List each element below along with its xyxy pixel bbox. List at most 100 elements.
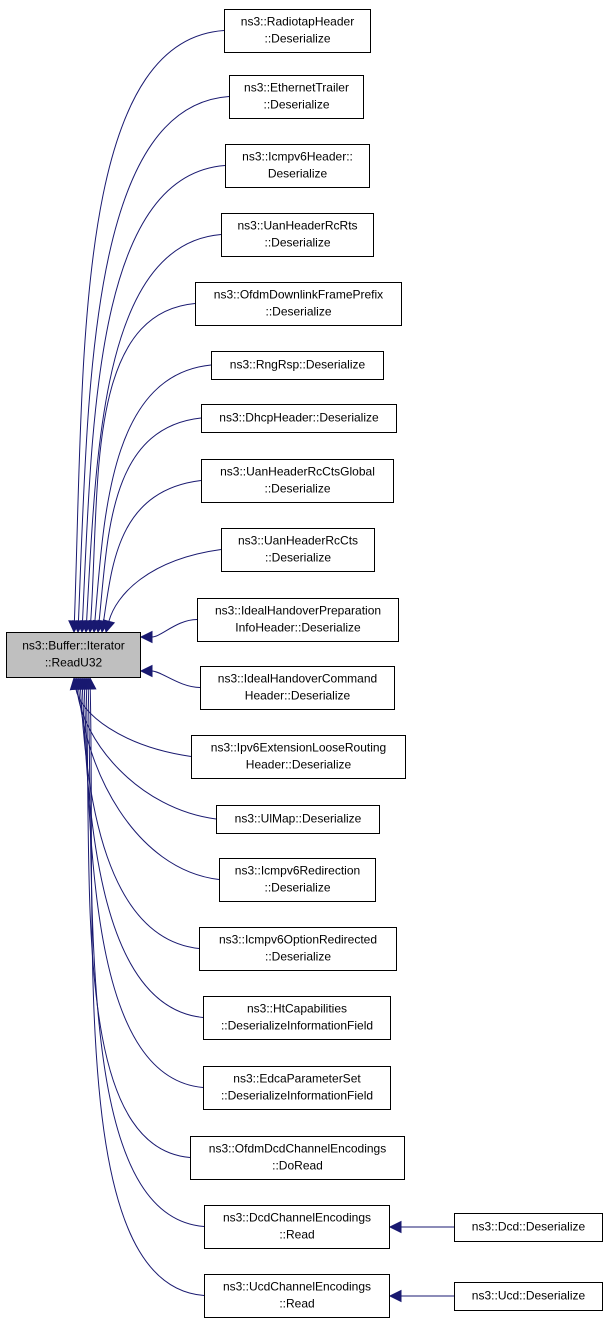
node-ipv6-extension-loose-routing-header-deserialize-label-line: ns3::Ipv6ExtensionLooseRouting	[211, 741, 386, 755]
edge-ideal-handover-command-header-deserialize	[151, 670, 201, 688]
node-ofdm-dcd-channel-encodings-do-read-label-line: ns3::OfdmDcdChannelEncodings	[209, 1142, 386, 1156]
node-icmpv6-redirection-deserialize-box[interactable]	[219, 858, 376, 902]
node-uan-header-rc-cts-global-deserialize-label-line: ns3::UanHeaderRcCtsGlobal	[220, 465, 375, 479]
node-ideal-handover-command-header-deserialize-box[interactable]	[200, 666, 395, 710]
node-dcd-deserialize-label-line: ns3::Dcd::Deserialize	[472, 1220, 586, 1234]
node-ideal-handover-command-header-deserialize-label-line: ns3::IdealHandoverCommand	[218, 672, 377, 686]
node-ideal-handover-preparation-info-header-deserialize-box[interactable]	[197, 598, 399, 642]
node-ipv6-extension-loose-routing-header-deserialize-label-line: Header::Deserialize	[246, 758, 352, 772]
node-uan-header-rc-cts-deserialize-box[interactable]	[221, 528, 375, 572]
node-icmpv6-redirection-deserialize[interactable]: ns3::Icmpv6Redirection::Deserialize	[219, 858, 376, 902]
node-uan-header-rc-cts-global-deserialize-box[interactable]	[201, 459, 394, 503]
node-ideal-handover-preparation-info-header-deserialize[interactable]: ns3::IdealHandoverPreparationInfoHeader:…	[197, 598, 399, 642]
node-icmpv6-redirection-deserialize-label-line: ns3::Icmpv6Redirection	[235, 864, 360, 878]
node-icmpv6-option-redirected-deserialize-box[interactable]	[199, 927, 397, 971]
node-ipv6-extension-loose-routing-header-deserialize[interactable]: ns3::Ipv6ExtensionLooseRoutingHeader::De…	[191, 735, 406, 779]
node-ul-map-deserialize-label-line: ns3::UlMap::Deserialize	[235, 812, 362, 826]
node-ipv6-extension-loose-routing-header-deserialize-box[interactable]	[191, 735, 406, 779]
node-ucd-deserialize[interactable]: ns3::Ucd::Deserialize	[454, 1282, 603, 1311]
node-ul-map-deserialize-box[interactable]	[216, 805, 380, 834]
node-ofdm-dcd-channel-encodings-do-read-label-line: ::DoRead	[272, 1159, 323, 1173]
node-ul-map-deserialize[interactable]: ns3::UlMap::Deserialize	[216, 805, 380, 834]
node-ethernet-trailer-deserialize-label-line: ns3::EthernetTrailer	[244, 81, 349, 95]
node-rng-rsp-deserialize-label-line: ns3::RngRsp::Deserialize	[230, 358, 366, 372]
edge-ideal-handover-preparation-info-header-deserialize	[151, 619, 198, 638]
edge-ethernet-trailer-deserialize	[77, 96, 230, 622]
node-icmpv6-option-redirected-deserialize[interactable]: ns3::Icmpv6OptionRedirected::Deserialize	[199, 927, 397, 971]
node-root-buffer-iterator-readu32-box	[6, 632, 141, 678]
node-radiotap-header-deserialize-box[interactable]	[224, 9, 371, 53]
node-ideal-handover-command-header-deserialize[interactable]: ns3::IdealHandoverCommandHeader::Deseria…	[200, 666, 395, 710]
node-dcd-deserialize[interactable]: ns3::Dcd::Deserialize	[454, 1213, 603, 1242]
edge-rng-rsp-deserialize	[94, 364, 212, 622]
node-radiotap-header-deserialize-label-line: ns3::RadiotapHeader	[241, 15, 354, 29]
node-ht-capabilities-deserialize-information-field-label-line: ns3::HtCapabilities	[247, 1002, 347, 1016]
edge-icmpv6-option-redirected-deserialize	[80, 688, 200, 949]
node-ofdm-downlink-frame-prefix-deserialize[interactable]: ns3::OfdmDownlinkFramePrefix::Deserializ…	[195, 282, 402, 326]
node-ucd-deserialize-box[interactable]	[454, 1282, 603, 1311]
node-icmpv6-option-redirected-deserialize-label-line: ns3::Icmpv6OptionRedirected	[219, 933, 377, 947]
node-ht-capabilities-deserialize-information-field[interactable]: ns3::HtCapabilities::DeserializeInformat…	[203, 996, 391, 1040]
node-ofdm-downlink-frame-prefix-deserialize-label-line: ::Deserialize	[265, 305, 331, 319]
node-ucd-channel-encodings-read[interactable]: ns3::UcdChannelEncodings::Read	[204, 1274, 390, 1318]
node-uan-header-rc-cts-deserialize[interactable]: ns3::UanHeaderRcCts::Deserialize	[221, 528, 375, 572]
node-ht-capabilities-deserialize-information-field-label-line: ::DeserializeInformationField	[221, 1019, 373, 1033]
node-uan-header-rc-cts-global-deserialize-label-line: ::Deserialize	[264, 482, 330, 496]
node-dhcp-header-deserialize-box[interactable]	[201, 404, 397, 433]
edge-uan-header-rc-rts-deserialize	[86, 234, 222, 622]
edge-uan-header-rc-cts-deserialize	[108, 549, 222, 622]
node-rng-rsp-deserialize-box[interactable]	[211, 351, 384, 380]
edge-ucd-channel-encodings-read	[89, 688, 205, 1296]
node-ofdm-downlink-frame-prefix-deserialize-label-line: ns3::OfdmDownlinkFramePrefix	[214, 288, 383, 302]
node-ideal-handover-command-header-deserialize-label-line: Header::Deserialize	[245, 689, 351, 703]
node-ht-capabilities-deserialize-information-field-box[interactable]	[203, 996, 391, 1040]
node-radiotap-header-deserialize[interactable]: ns3::RadiotapHeader::Deserialize	[224, 9, 371, 53]
node-root-buffer-iterator-readu32-label-line: ns3::Buffer::Iterator	[22, 639, 125, 653]
edge-ofdm-dcd-channel-encodings-do-read	[85, 688, 191, 1158]
node-uan-header-rc-rts-deserialize-box[interactable]	[221, 213, 374, 257]
edge-ideal-handover-command-header-deserialize-arrowhead	[139, 664, 153, 678]
edge-uan-header-rc-cts-global-deserialize	[103, 480, 202, 622]
nodes-layer: ns3::Buffer::Iterator::ReadU32 ns3::Radio…	[6, 9, 603, 1318]
node-edca-parameter-set-deserialize-information-field-box[interactable]	[203, 1066, 391, 1110]
node-root-buffer-iterator-readu32-label-line: ::ReadU32	[45, 656, 103, 670]
node-edca-parameter-set-deserialize-information-field[interactable]: ns3::EdcaParameterSet::DeserializeInform…	[203, 1066, 391, 1110]
node-ofdm-dcd-channel-encodings-do-read[interactable]: ns3::OfdmDcdChannelEncodings::DoRead	[190, 1136, 405, 1180]
node-ethernet-trailer-deserialize[interactable]: ns3::EthernetTrailer::Deserialize	[229, 75, 364, 119]
node-ucd-channel-encodings-read-label-line: ::Read	[279, 1297, 314, 1311]
node-dcd-channel-encodings-read-box[interactable]	[204, 1205, 390, 1249]
edge-ht-capabilities-deserialize-information-field	[81, 688, 204, 1018]
node-icmpv6-header-deserialize-label-line: ns3::Icmpv6Header::	[242, 150, 353, 164]
node-ucd-deserialize-label-line: ns3::Ucd::Deserialize	[472, 1289, 586, 1303]
node-ucd-channel-encodings-read-label-line: ns3::UcdChannelEncodings	[223, 1280, 371, 1294]
edge-radiotap-header-deserialize	[73, 30, 225, 622]
edge-ul-map-deserialize	[76, 688, 217, 820]
node-ethernet-trailer-deserialize-label-line: ::Deserialize	[263, 98, 329, 112]
node-dhcp-header-deserialize[interactable]: ns3::DhcpHeader::Deserialize	[201, 404, 397, 433]
node-ethernet-trailer-deserialize-box[interactable]	[229, 75, 364, 119]
node-dcd-channel-encodings-read[interactable]: ns3::DcdChannelEncodings::Read	[204, 1205, 390, 1249]
node-root-buffer-iterator-readu32: ns3::Buffer::Iterator::ReadU32	[6, 632, 141, 678]
node-ucd-channel-encodings-read-box[interactable]	[204, 1274, 390, 1318]
node-ofdm-dcd-channel-encodings-do-read-box[interactable]	[190, 1136, 405, 1180]
node-rng-rsp-deserialize[interactable]: ns3::RngRsp::Deserialize	[211, 351, 384, 380]
edge-icmpv6-redirection-deserialize	[78, 688, 220, 880]
edge-ipv6-extension-loose-routing-header-deserialize	[75, 688, 192, 757]
node-uan-header-rc-cts-deserialize-label-line: ns3::UanHeaderRcCts	[238, 534, 358, 548]
node-edca-parameter-set-deserialize-information-field-label-line: ns3::EdcaParameterSet	[233, 1072, 361, 1086]
node-icmpv6-header-deserialize[interactable]: ns3::Icmpv6Header::Deserialize	[225, 144, 370, 188]
edge-ucd-deserialize-arrowhead	[388, 1289, 402, 1303]
node-dcd-channel-encodings-read-label-line: ::Read	[279, 1228, 314, 1242]
edge-dhcp-header-deserialize	[98, 417, 202, 622]
edges-layer	[68, 30, 454, 1303]
node-icmpv6-header-deserialize-box[interactable]	[225, 144, 370, 188]
node-edca-parameter-set-deserialize-information-field-label-line: ::DeserializeInformationField	[221, 1089, 373, 1103]
node-uan-header-rc-rts-deserialize[interactable]: ns3::UanHeaderRcRts::Deserialize	[221, 213, 374, 257]
node-dcd-deserialize-box[interactable]	[454, 1213, 603, 1242]
edge-dcd-channel-encodings-read	[87, 688, 205, 1227]
node-ofdm-downlink-frame-prefix-deserialize-box[interactable]	[195, 282, 402, 326]
node-uan-header-rc-cts-global-deserialize[interactable]: ns3::UanHeaderRcCtsGlobal::Deserialize	[201, 459, 394, 503]
edge-uan-header-rc-cts-deserialize-arrowhead	[102, 619, 116, 634]
node-icmpv6-option-redirected-deserialize-label-line: ::Deserialize	[265, 950, 331, 964]
